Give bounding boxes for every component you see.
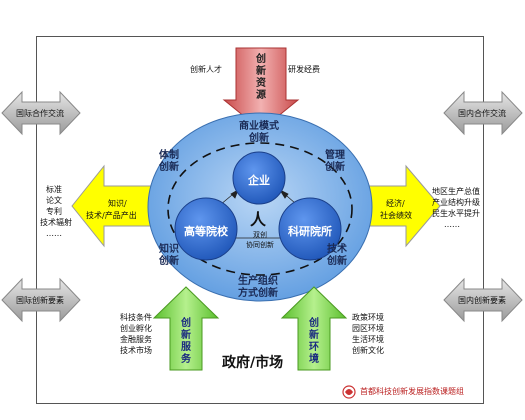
output-arrow-label-1: 知识/ (108, 199, 127, 208)
output-item: 论文 (46, 196, 62, 205)
credit-label: 首都科技创新发展指数课题组 (360, 387, 464, 396)
output-list: 标准 论文 专利 技术辐射 …… (40, 184, 72, 239)
environment-item: 创新文化 (352, 346, 384, 355)
environment-item: 政策环境 (352, 313, 384, 322)
environment-list: 政策环境 园区环境 生活环境 创新文化 (352, 312, 384, 356)
benefit-list: 地区生产总值 产业结构升级 民生水平提升 …… (432, 186, 480, 230)
performance-arrow-label-2: 社会绩效 (380, 211, 412, 220)
gov-market-label: 政府/市场 (222, 355, 284, 371)
output-item: 标准 (46, 185, 62, 194)
people-label: 人 (250, 210, 267, 229)
output-item: 专利 (46, 207, 62, 216)
production-label: 生产组织 方式创新 (238, 276, 278, 299)
intl-exchange-arrow (1, 90, 81, 136)
domestic-elements-arrow (443, 277, 523, 323)
credit-logo (342, 385, 356, 399)
environment-item: 生活环境 (352, 335, 384, 344)
performance-arrow-label-1: 经济/ (386, 199, 405, 208)
talent-label: 创新人才 (190, 65, 222, 74)
technology-label: 技术 创新 (327, 244, 347, 267)
domestic-exchange-arrow (443, 90, 523, 136)
funding-label: 研发经费 (288, 65, 320, 74)
domestic-elements-label: 国内创新要素 (458, 296, 506, 305)
performance-arrow (367, 164, 441, 248)
research-circle (278, 197, 342, 261)
benefit-item: …… (444, 220, 460, 229)
inner-dashed-ring (167, 142, 353, 276)
innovation-service-arrow (152, 286, 220, 371)
innovation-environment-label: 创 新 环 境 (309, 318, 319, 365)
service-list: 科技条件 创业孵化 金融服务 技术市场 (120, 312, 152, 356)
university-circle (174, 197, 238, 261)
management-label: 管理 创新 (325, 150, 345, 173)
enterprise-label: 企业 (248, 174, 270, 187)
dual-innovation-label: 双创 协同创新 (246, 231, 274, 249)
environment-item: 园区环境 (352, 324, 384, 333)
service-item: 金融服务 (120, 335, 152, 344)
innovation-environment-arrow (280, 286, 348, 371)
knowledge-label: 知识 创新 (159, 244, 179, 267)
service-item: 科技条件 (120, 313, 152, 322)
enterprise-circle (232, 151, 286, 205)
innovation-resources-label: 创新资源 (256, 54, 266, 101)
innovation-service-label: 创 新 服 务 (181, 318, 191, 365)
output-arrow-label-2: 技术/产品产出 (86, 211, 137, 220)
benefit-item: 产业结构升级 (432, 198, 480, 207)
intl-elements-label: 国际创新要素 (16, 296, 64, 305)
university-label: 高等院校 (184, 225, 228, 238)
service-item: 技术市场 (120, 346, 152, 355)
service-item: 创业孵化 (120, 324, 152, 333)
institution-label: 体制 创新 (159, 150, 179, 173)
domestic-exchange-label: 国内合作交流 (458, 109, 506, 118)
intl-exchange-label: 国际合作交流 (16, 109, 64, 118)
intl-elements-arrow (1, 277, 81, 323)
output-item: …… (46, 229, 62, 238)
benefit-item: 民生水平提升 (432, 209, 480, 218)
benefit-item: 地区生产总值 (432, 187, 480, 196)
output-item: 技术辐射 (40, 218, 72, 227)
business-model-label: 商业模式 创新 (239, 121, 279, 144)
research-label: 科研院所 (288, 225, 332, 238)
